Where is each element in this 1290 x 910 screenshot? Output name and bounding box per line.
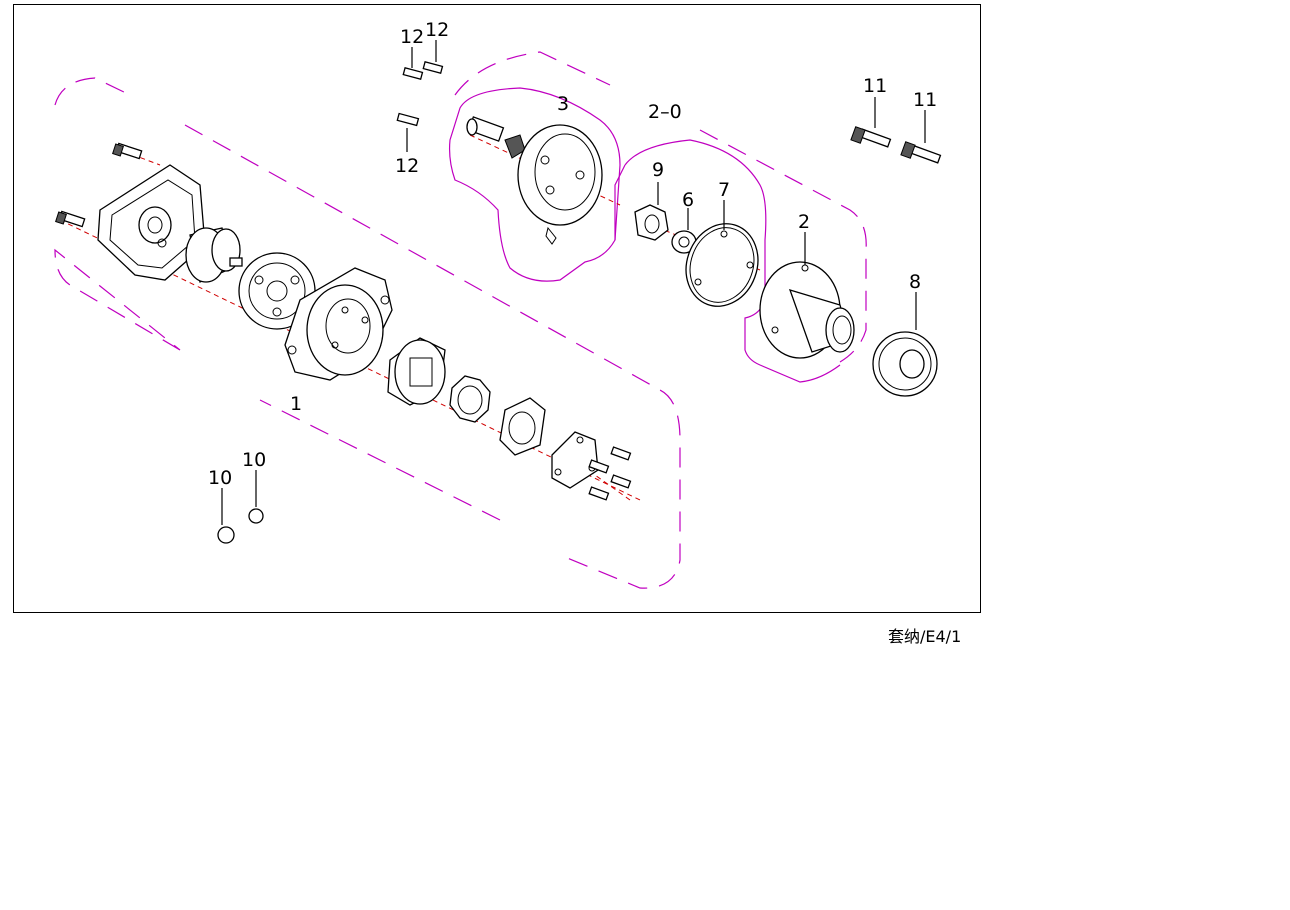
callout-6: 6 xyxy=(682,189,694,211)
o-ring-gasket-part-7 xyxy=(685,223,759,307)
callout-2-0: 2–0 xyxy=(648,101,682,123)
split-pin xyxy=(545,226,557,245)
flange-housing-part-2 xyxy=(759,261,855,359)
diagram-frame xyxy=(13,4,981,613)
screw-part-12-b xyxy=(422,60,444,74)
inner-rotor-gear xyxy=(449,375,491,423)
gasket-plate xyxy=(499,397,546,456)
callout-7: 7 xyxy=(718,179,730,201)
bolt-part-11-left xyxy=(850,126,892,148)
screw-part-12-a xyxy=(402,66,424,80)
callout-12-b: 12 xyxy=(425,19,449,41)
bolt-upper-left xyxy=(112,142,143,160)
callout-9: 9 xyxy=(652,159,664,181)
screw-part-12-c xyxy=(396,112,420,127)
relief-valve-plunger xyxy=(466,116,505,142)
callout-11-right: 11 xyxy=(913,89,937,111)
page-reference: 套纳/E4/1 xyxy=(888,627,961,646)
inner-rotor-cylinder xyxy=(185,227,243,283)
pump-cover-housing xyxy=(97,164,206,281)
group-outline-7 xyxy=(624,139,841,383)
valve-cover xyxy=(517,124,603,226)
callout-12-a: 12 xyxy=(400,26,424,48)
callout-11-left: 11 xyxy=(863,75,887,97)
callout-2: 2 xyxy=(798,211,810,233)
callout-12-c: 12 xyxy=(395,155,419,177)
group-outline-3 xyxy=(448,87,621,282)
group-outline-7-left xyxy=(614,164,626,240)
bolt-lower-left xyxy=(55,210,86,228)
ring-part-10-right xyxy=(248,508,264,524)
callout-8: 8 xyxy=(909,271,921,293)
group-outline-2-0 xyxy=(454,51,867,363)
bolt-part-11-right xyxy=(900,141,942,164)
outer-rotor xyxy=(387,337,446,406)
pump-body xyxy=(284,267,393,381)
axis-line-bolt-upper xyxy=(114,147,161,166)
callout-10-right: 10 xyxy=(242,449,266,471)
screws-end-cover xyxy=(588,446,632,501)
callout-1: 1 xyxy=(290,393,302,415)
nut-part-9 xyxy=(634,204,669,241)
callout-10-left: 10 xyxy=(208,467,232,489)
spur-gear-part-8 xyxy=(872,331,938,397)
ring-part-10-left xyxy=(217,526,235,544)
callout-3: 3 xyxy=(557,93,569,115)
